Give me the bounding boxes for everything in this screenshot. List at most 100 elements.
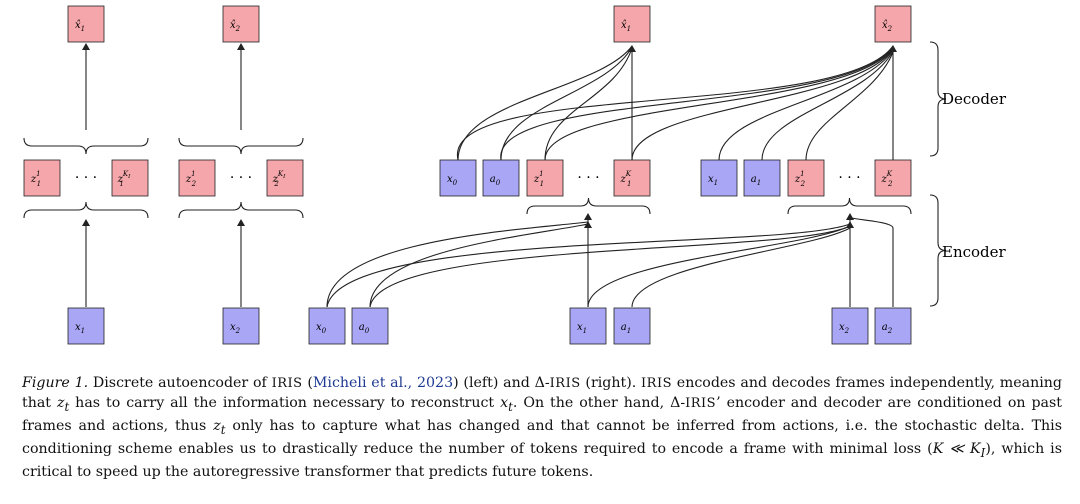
caption-math: z (213, 417, 221, 434)
left-z-last-2-box (266, 159, 304, 197)
caption-text: only has to capture what has changed and… (22, 417, 1062, 458)
right-z-last-2-box (874, 159, 912, 197)
dec-curve-x0-out1 (457, 45, 633, 161)
caption-text: . On the other hand, (512, 394, 671, 411)
left-input-1-box (67, 307, 105, 345)
enc-curve-a0-z2 (369, 225, 851, 308)
right-output-2-box (874, 5, 912, 43)
right-input-frame-0-label: x0 (316, 322, 327, 335)
dec-curve-z2-out2 (805, 51, 894, 161)
right-input-action-1-label: a1 (621, 322, 631, 335)
right-input-action-1-box (613, 307, 651, 345)
left-decoder-brace-2 (178, 137, 304, 155)
ellipsis: · · · (75, 170, 97, 186)
right-input-frame-2: x2 (831, 307, 869, 345)
dec-curve-a0-out2 (500, 46, 894, 161)
right-input-frame-0: x0 (308, 307, 346, 345)
right-cond-frame-0-box (439, 159, 477, 197)
right-output-2: x̂2 (874, 5, 912, 43)
caption-text: ’ encoder and decoder are conditioned on… (22, 394, 1062, 434)
caption-iris: IRIS (549, 376, 581, 391)
right-cond-action-1: a1 (743, 159, 781, 197)
right-input-action-0: a0 (351, 307, 389, 345)
right-input-frame-0-box (308, 307, 346, 345)
dec-curve-z1-out1 (544, 47, 633, 161)
caption-text: encodes and decodes frames independently… (22, 375, 1063, 411)
caption-math: x (500, 394, 509, 411)
enc-curve-a0-z1 (369, 223, 589, 308)
right-cond-action-0-label: a0 (490, 174, 501, 187)
right-cond-action-1-box (743, 159, 781, 197)
left-output-2-label: x̂2 (230, 20, 241, 33)
right-input-frame-1-label: x1 (577, 322, 587, 335)
caption-delta: Δ- (670, 394, 686, 411)
encoder-side-brace (929, 194, 947, 307)
caption-iris: IRIS (685, 395, 717, 411)
caption-math-sub: t (64, 399, 70, 414)
left-input-2-label: x2 (230, 322, 241, 335)
caption-iris: IRIS (271, 376, 303, 391)
caption-text: ), which is critical to speed up the aut… (22, 441, 1062, 481)
right-output-1-box (613, 5, 651, 43)
encoder-label: Encoder (942, 243, 1007, 261)
caption-math-sub: t (508, 399, 513, 414)
right-cond-action-0-box (482, 159, 520, 197)
right-z-first-2-box (787, 159, 825, 197)
right-cond-action-0: a0 (482, 159, 520, 197)
ellipsis: · · · (230, 170, 252, 186)
right-input-action-0-label: a0 (359, 322, 370, 335)
right-input-action-2-box (874, 307, 912, 345)
enc-curve-x0-z1 (326, 221, 589, 308)
left-input-2: x2 (222, 307, 260, 345)
right-output-1-label: x̂1 (621, 20, 631, 33)
right-input-action-2: a2 (874, 307, 912, 345)
left-output-1-label: x̂1 (75, 20, 85, 33)
right-cond-action-1-label: a1 (751, 174, 761, 187)
citation-link[interactable]: Micheli et al., 2023 (312, 375, 454, 391)
enc-curve-x1-z2 (587, 225, 851, 308)
dec-curve-zk1-out2 (631, 48, 894, 161)
right-input-frame-1-box (569, 307, 607, 345)
right-output-2-label: x̂2 (882, 20, 893, 33)
decoder-label: Decoder (942, 90, 1007, 108)
caption-text: ( (302, 375, 313, 391)
right-cond-frame-1: x1 (700, 159, 738, 197)
caption-text: ) (left) and (453, 375, 535, 391)
left-z-last-1-box (111, 159, 149, 197)
dec-curve-a0-out1 (500, 46, 633, 161)
diagram-braces (23, 41, 947, 307)
caption-delta: Δ- (534, 375, 550, 391)
caption-text: has to carry all the information necessa… (69, 394, 501, 411)
left-input-1-label: x1 (75, 322, 85, 335)
figure-caption: Figure 1. Discrete autoencoder of IRIS (… (22, 374, 1062, 483)
right-output-1: x̂1 (613, 5, 651, 43)
right-input-frame-1: x1 (569, 307, 607, 345)
caption-math-sub: I (980, 445, 986, 460)
dec-curve-x1-out2 (718, 49, 894, 161)
left-z-first-2-box (178, 159, 216, 197)
left-z-first-1-box (23, 159, 61, 197)
left-output-1-box (67, 5, 105, 43)
caption-text: Discrete autoencoder of (88, 375, 272, 391)
right-cond-frame-0-label: x0 (447, 174, 458, 187)
left-output-2: x̂2 (222, 5, 260, 43)
figure-label: Figure 1. (22, 375, 89, 391)
left-input-2-box (222, 307, 260, 345)
left-input-1: x1 (67, 307, 105, 345)
caption-math: K ≪ K (932, 441, 981, 458)
